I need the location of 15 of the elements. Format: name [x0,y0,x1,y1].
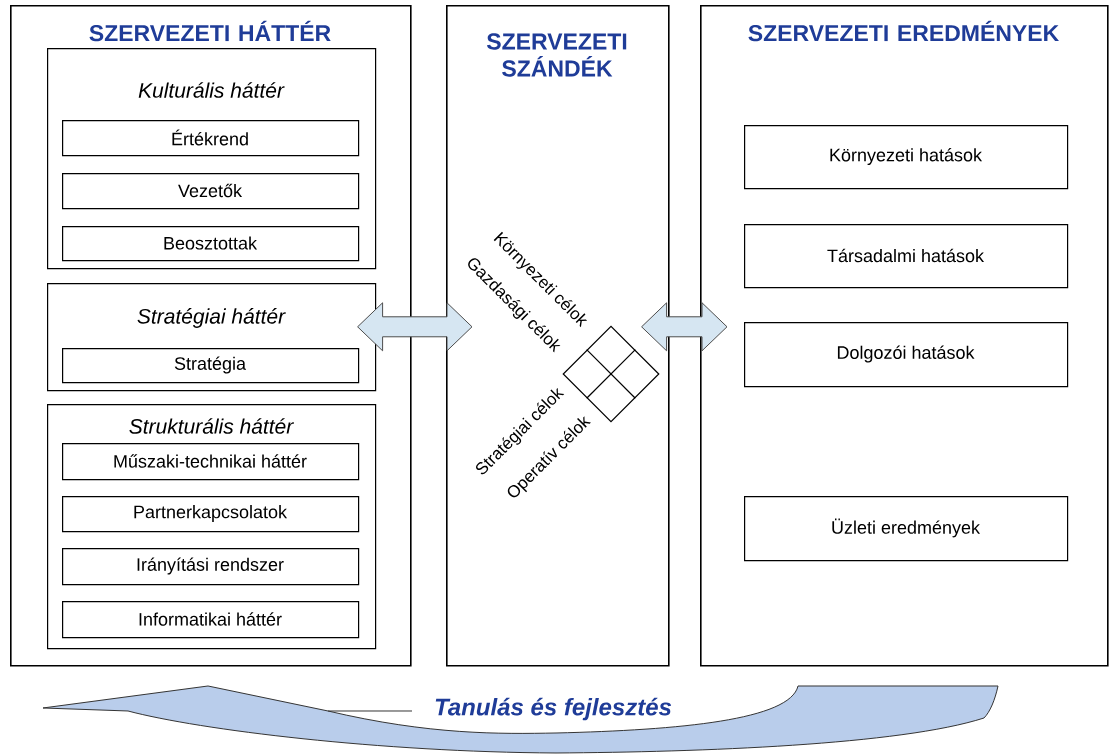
text-box: Környezeti hatások [744,125,1069,190]
text-box: Informatikai háttér [62,601,360,639]
text-box: Stratégia [62,348,360,384]
text-box: Irányítási rendszer [62,548,360,586]
text-box: Partnerkapcsolatok [62,496,360,533]
text-box: Vezetők [62,173,360,210]
text-box: Műszaki-technikai háttér [62,443,360,481]
text-box: Társadalmi hatások [744,224,1069,289]
text-box: Értékrend [62,120,360,157]
text-box: Dolgozói hatások [744,322,1069,388]
arrow-caption: Tanulás és fejlesztés [435,697,672,721]
text-box: Üzleti eredmények [744,496,1069,562]
double-arrow [357,302,473,352]
double-arrow [641,302,728,352]
text-box: Beosztottak [62,226,360,262]
